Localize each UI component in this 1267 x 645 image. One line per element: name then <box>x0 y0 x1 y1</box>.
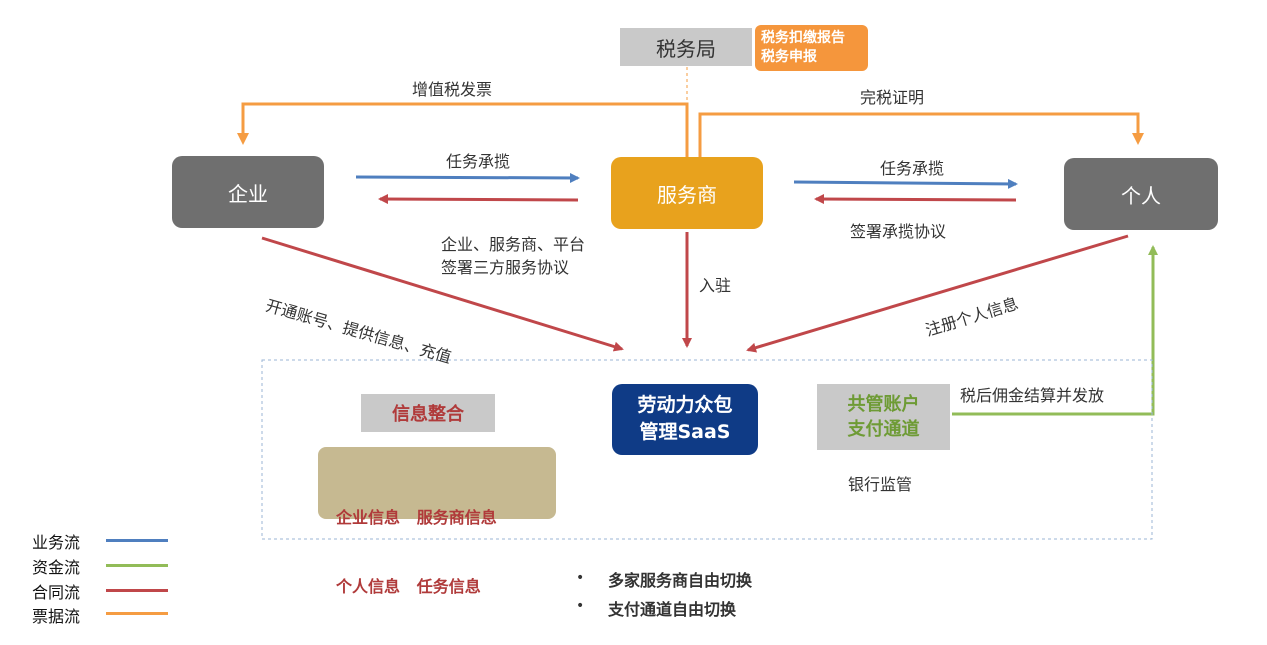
task-arrow-right <box>793 178 1018 189</box>
task-arrow-left <box>355 172 580 183</box>
three-party-line2: 签署三方服务协议 <box>441 258 570 277</box>
legend-fund-line <box>106 564 168 567</box>
saas-node: 劳动力众包 管理SaaS <box>612 384 758 455</box>
three-party-line1: 企业、服务商、平台 <box>441 235 586 254</box>
individual-label: 个人 <box>1121 183 1161 208</box>
payment-arrow <box>952 245 1158 416</box>
vat-invoice-label: 增值税发票 <box>412 80 493 99</box>
three-party-arrow <box>378 194 579 205</box>
vat-invoice-arrow <box>237 102 689 158</box>
bullet-dot-2: • <box>576 598 585 614</box>
info-items-line2: 个人信息 任务信息 <box>336 577 481 596</box>
info-items-line1: 企业信息 服务商信息 <box>336 508 497 527</box>
platform-boundary <box>261 359 1153 540</box>
bullet-text-2: 支付通道自由切换 <box>608 600 737 619</box>
tax-bureau-node: 税务局 <box>620 28 752 66</box>
tax-certificate-arrow <box>698 112 1144 158</box>
tax-report-note: 税务扣缴报告 税务申报 <box>755 25 868 71</box>
individual-node: 个人 <box>1064 158 1218 230</box>
tax-bureau-label: 税务局 <box>656 36 716 61</box>
saas-line1: 劳动力众包 <box>637 394 733 416</box>
sign-contract-label: 签署承揽协议 <box>850 222 947 241</box>
tax-note-line1: 税务扣缴报告 <box>761 30 845 46</box>
legend-invoice-line <box>106 612 168 615</box>
legend-contract-line <box>106 589 168 592</box>
tax-certificate-label: 完税证明 <box>860 88 925 107</box>
service-provider-node: 服务商 <box>611 157 763 229</box>
info-integration-label: 信息整合 <box>392 404 464 425</box>
shared-account-line2: 支付通道 <box>847 419 920 440</box>
payment-label: 税后佣金结算并发放 <box>960 386 1105 405</box>
register-info-arrow <box>746 234 1129 353</box>
task-left-label: 任务承揽 <box>446 152 511 171</box>
sign-contract-arrow <box>814 194 1017 205</box>
shared-account-line1: 共管账户 <box>847 394 920 415</box>
settle-in-label: 入驻 <box>699 276 732 295</box>
open-account-arrow <box>261 236 624 352</box>
bank-supervision-label: 银行监管 <box>848 475 913 494</box>
legend-fund-label: 资金流 <box>32 558 81 577</box>
legend-business-line <box>106 539 168 542</box>
enterprise-label: 企业 <box>228 181 268 206</box>
bullet-dot-1: • <box>576 570 585 586</box>
bullet-text-1: 多家服务商自由切换 <box>608 571 753 590</box>
service-provider-label: 服务商 <box>657 182 717 207</box>
info-items-box: 企业信息 服务商信息 个人信息 任务信息 <box>318 447 556 596</box>
enterprise-node: 企业 <box>172 156 324 228</box>
shared-account-box: 共管账户 支付通道 <box>817 384 950 450</box>
task-right-label: 任务承揽 <box>880 159 945 178</box>
legend-contract-label: 合同流 <box>32 583 81 602</box>
tax-note-line2: 税务申报 <box>761 49 817 65</box>
legend-business-label: 业务流 <box>32 533 81 552</box>
saas-line2: 管理SaaS <box>639 421 731 443</box>
legend-invoice-label: 票据流 <box>32 607 81 626</box>
info-integration-box: 信息整合 <box>361 394 495 432</box>
